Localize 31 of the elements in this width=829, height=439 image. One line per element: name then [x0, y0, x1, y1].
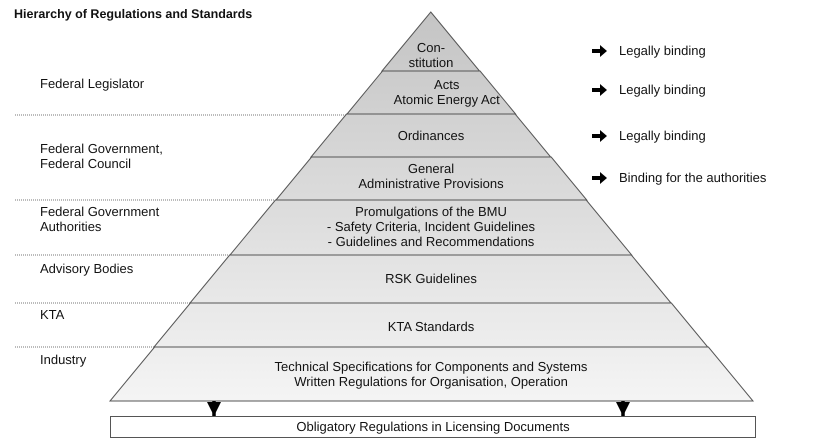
authority-label: Federal Legislator: [40, 76, 146, 91]
pyramid-layer: [110, 347, 752, 401]
pyramid-layer: [154, 303, 708, 347]
layer-text: RSK Guidelines: [384, 271, 478, 286]
arrow: [616, 401, 630, 416]
layer-text: Con- stitution: [408, 40, 454, 70]
layer-text: Atomic Energy Act: [392, 92, 501, 107]
arrow: [207, 401, 221, 416]
layer-text: Acts: [433, 77, 460, 92]
layer-text: - Guidelines and Recommendations: [326, 234, 536, 249]
layer-text: KTA Standards: [386, 319, 476, 334]
box-text: Obligatory Regulations in Licensing Documents: [295, 418, 571, 436]
binding-note: Binding for the authorities: [618, 170, 766, 185]
pyramid-layer: [230, 200, 632, 255]
title: Hierarchy of Regulations and Standards: [14, 7, 252, 22]
authority-label: Federal Government Authorities: [40, 204, 160, 234]
authority-label: KTA: [40, 307, 66, 322]
authority-label: Industry: [40, 352, 88, 367]
binding-note: Legally binding: [618, 82, 706, 97]
layer-text: Written Regulations for Organisation, Operation: [293, 374, 569, 389]
binding-note: Legally binding: [618, 128, 706, 143]
pyramid-layer: [190, 255, 672, 303]
result-box: [110, 416, 756, 438]
layer-text: - Safety Criteria, Incident Guidelines: [326, 219, 536, 234]
layer-text: Technical Specifications for Components and Systems: [274, 359, 588, 374]
binding-note: Legally binding: [618, 43, 706, 58]
authority-label: Federal Government, Federal Council: [40, 141, 164, 171]
authority-label: Advisory Bodies: [40, 261, 134, 276]
layer-text: General Administrative Provisions: [357, 161, 505, 191]
layer-text: Ordinances: [396, 128, 466, 143]
layer-text: Promulgations of the BMU: [354, 204, 508, 219]
